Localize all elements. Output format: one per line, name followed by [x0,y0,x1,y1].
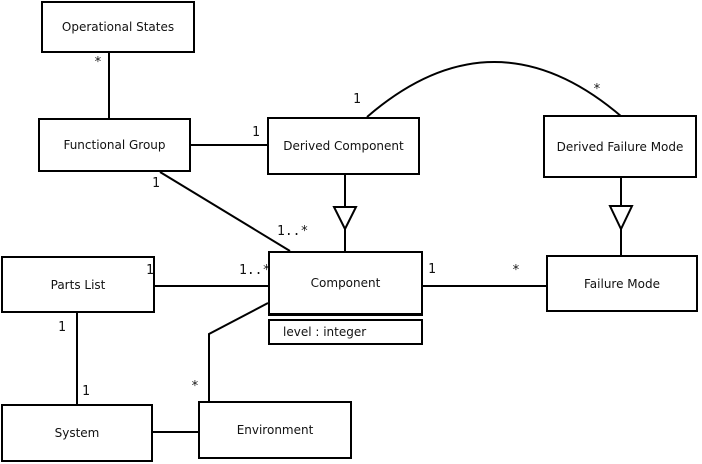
class-parts-list: Parts List [1,256,155,313]
multiplicity-label: 1 [353,92,361,107]
class-name: Parts List [50,277,106,292]
class-name: Derived Failure Mode [556,139,684,154]
multiplicity-label: * [94,55,102,70]
class-name: Functional Group [63,138,166,152]
class-name: Component [310,276,381,290]
multiplicity-label: 1..* [239,263,271,278]
association-arc-derivedcomp-derivedfm [366,61,623,118]
generalization-triangle-icon [608,205,634,232]
multiplicity-label: 1..* [277,224,309,239]
multiplicity-label: 1 [152,176,160,191]
multiplicity-label: * [191,379,199,394]
association-line-funcgroup-component [159,171,291,252]
multiplicity-label: 1 [252,125,260,140]
multiplicity-label: * [593,82,601,97]
class-name: Derived Component [283,139,404,153]
class-derived-component: Derived Component [267,117,420,175]
class-name: Failure Mode [584,276,660,291]
class-operational-states: Operational States [41,1,195,53]
class-component: Component [268,251,423,316]
class-environment: Environment [198,401,352,459]
class-functional-group: Functional Group [38,118,191,172]
multiplicity-label: 1 [428,262,436,277]
generalization-triangle-icon [332,206,358,232]
class-name: Operational States [61,20,175,34]
class-derived-failure-mode: Derived Failure Mode [543,115,697,178]
class-component-attributes: level : integer [268,319,423,345]
association-line-component-environment [208,302,269,401]
multiplicity-label: * [512,263,520,278]
class-system: System [1,404,153,462]
class-name: Environment [236,423,314,437]
multiplicity-label: 1 [82,384,90,399]
multiplicity-label: 1 [58,320,66,335]
class-failure-mode: Failure Mode [546,255,698,312]
attribute-level: level : integer [283,325,367,339]
class-name: System [54,426,100,440]
multiplicity-label: 1 [146,263,154,278]
